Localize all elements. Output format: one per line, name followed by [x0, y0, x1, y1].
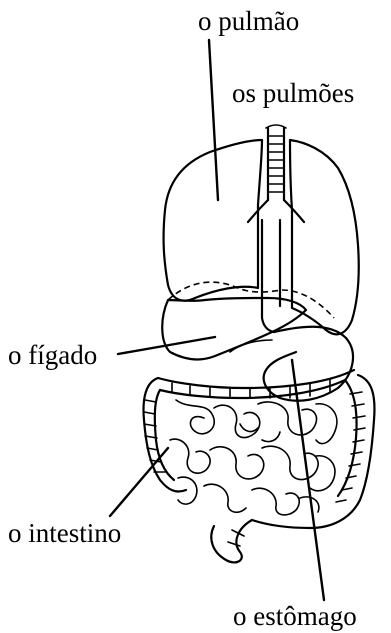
leader-intestino: [110, 448, 168, 516]
leader-estomago: [292, 360, 324, 600]
label-pulmao: o pulmão: [198, 6, 299, 36]
liver: [162, 282, 334, 359]
leader-pulmao: [209, 40, 218, 200]
left-lung: [164, 140, 262, 301]
esophagus: [262, 220, 280, 332]
label-figado: o fígado: [8, 340, 97, 370]
large-intestine: [144, 370, 375, 562]
leader-figado: [118, 337, 215, 354]
small-intestine: [170, 400, 337, 515]
label-pulmoes: os pulmões: [232, 78, 354, 108]
label-intestino: o intestino: [8, 518, 121, 548]
label-estomago: o estômago: [233, 601, 357, 631]
